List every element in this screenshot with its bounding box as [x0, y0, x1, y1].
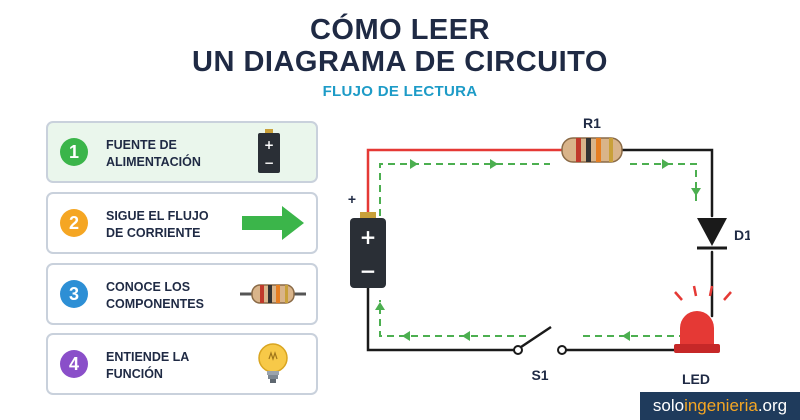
step-1-line-2: ALIMENTACIÓN [106, 155, 201, 169]
step-2-text: SIGUE EL FLUJO DE CORRIENTE [106, 208, 256, 242]
battery-minus-terminal: − [360, 259, 377, 283]
step-3-number: 3 [60, 280, 88, 308]
step-3-card: 3 CONOCE LOS COMPONENTES [46, 263, 318, 325]
step-1-text: FUENTE DE ALIMENTACIÓN [106, 137, 256, 171]
lightbulb-icon [238, 339, 308, 389]
step-4-line-1: ENTIENDE LA [106, 350, 190, 364]
battery-plus-label: + [348, 191, 356, 207]
resistor-icon [238, 269, 308, 319]
site-watermark[interactable]: soloingenieria.org [640, 392, 800, 420]
step-4-number: 4 [60, 350, 88, 378]
wire-top-right [620, 148, 714, 218]
battery: + + − [348, 191, 386, 288]
led-label: LED [682, 371, 710, 387]
step-4-text: ENTIENDE LA FUNCIÓN [106, 349, 256, 383]
wire-bottom-left [366, 284, 518, 352]
watermark-part-3: .org [757, 396, 788, 415]
led: LED [674, 285, 732, 387]
battery-icon: + − [238, 127, 308, 177]
step-4-card: 4 ENTIENDE LA FUNCIÓN [46, 333, 318, 395]
subtitle: FLUJO DE LECTURA [322, 83, 478, 100]
switch: S1 [513, 325, 567, 383]
step-4-line-2: FUNCIÓN [106, 367, 163, 381]
title-line-1: CÓMO LEER [309, 14, 491, 46]
resistor: R1 [561, 115, 623, 163]
title-line-2: UN DIAGRAMA DE CIRCUITO [192, 46, 608, 78]
step-3-text: CONOCE LOS COMPONENTES [106, 279, 256, 313]
switch-label: S1 [531, 367, 548, 383]
step-1-number: 1 [60, 138, 88, 166]
watermark-part-2: ingenieria [684, 396, 758, 415]
svg-text:+: + [264, 138, 274, 152]
current-flow-path [375, 159, 701, 341]
positive-wire [366, 148, 564, 218]
arrow-right-icon [238, 198, 308, 248]
step-3-line-1: CONOCE LOS [106, 280, 191, 294]
step-2-line-2: DE CORRIENTE [106, 226, 201, 240]
step-3-line-2: COMPONENTES [106, 297, 204, 311]
step-2-line-1: SIGUE EL FLUJO [106, 209, 209, 223]
step-1-line-1: FUENTE DE [106, 138, 177, 152]
diode-label: D1 [734, 227, 750, 243]
step-2-card: 2 SIGUE EL FLUJO DE CORRIENTE [46, 192, 318, 254]
resistor-label: R1 [583, 115, 601, 131]
battery-plus-terminal: + [360, 225, 377, 249]
watermark-part-1: solo [652, 396, 685, 415]
circuit-wires [366, 148, 714, 352]
step-2-number: 2 [60, 209, 88, 237]
step-1-card: 1 FUENTE DE ALIMENTACIÓN + − [46, 121, 318, 183]
svg-text:−: − [264, 156, 274, 170]
circuit-diagram: + + − R1 D1 LED S1 [348, 115, 750, 387]
diode: D1 [697, 218, 750, 250]
